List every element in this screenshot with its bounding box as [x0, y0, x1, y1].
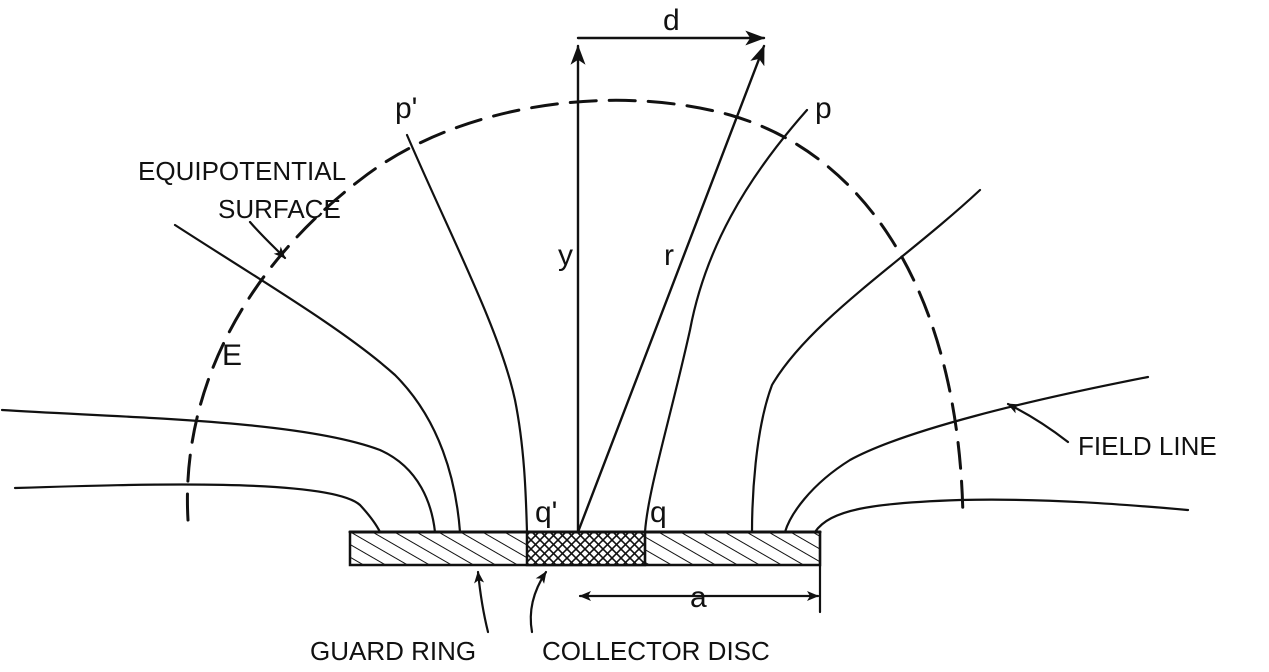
label-equipotential: EQUIPOTENTIAL: [138, 156, 346, 186]
equipotential-surface: [185, 98, 965, 522]
r-vector: [576, 44, 766, 534]
label-y: y: [558, 239, 573, 272]
field-line-left-3: [173, 223, 462, 534]
label-guard-ring: GUARD RING: [310, 636, 476, 666]
field-line-right-2: [783, 375, 1150, 534]
label-surface: SURFACE: [218, 194, 341, 224]
field-line-outer-right: [813, 498, 1190, 534]
field-line-left-2: [0, 408, 437, 534]
collector-disc-pointer: [529, 570, 548, 634]
label-e: E: [222, 339, 242, 372]
field-lines: [0, 108, 1190, 534]
collector-disc-crosshatch: [525, 530, 647, 567]
label-q: q: [650, 496, 667, 529]
equipotential-pointer: [248, 220, 287, 260]
label-p-prime: p': [395, 92, 417, 125]
field-line-p-prime: [405, 133, 529, 534]
plate: [348, 530, 822, 567]
field-line-outer-left: [13, 483, 382, 534]
label-p: p: [815, 92, 832, 125]
label-collector-disc: COLLECTOR DISC: [542, 636, 770, 666]
field-line-p: [643, 108, 809, 534]
label-q-prime: q': [535, 496, 557, 529]
label-d: d: [663, 4, 680, 37]
label-r: r: [664, 239, 674, 272]
geometry-vectors: [570, 30, 822, 614]
guard-ring-pointer: [474, 570, 490, 634]
pointer-arrows: [248, 220, 1070, 634]
field-line-pointer: [1006, 402, 1070, 444]
label-a: a: [690, 581, 707, 614]
label-field-line: FIELD LINE: [1078, 431, 1217, 461]
field-line-right-3: [750, 188, 982, 534]
labels: d p' p EQUIPOTENTIAL SURFACE y r E FIELD…: [138, 4, 1217, 666]
